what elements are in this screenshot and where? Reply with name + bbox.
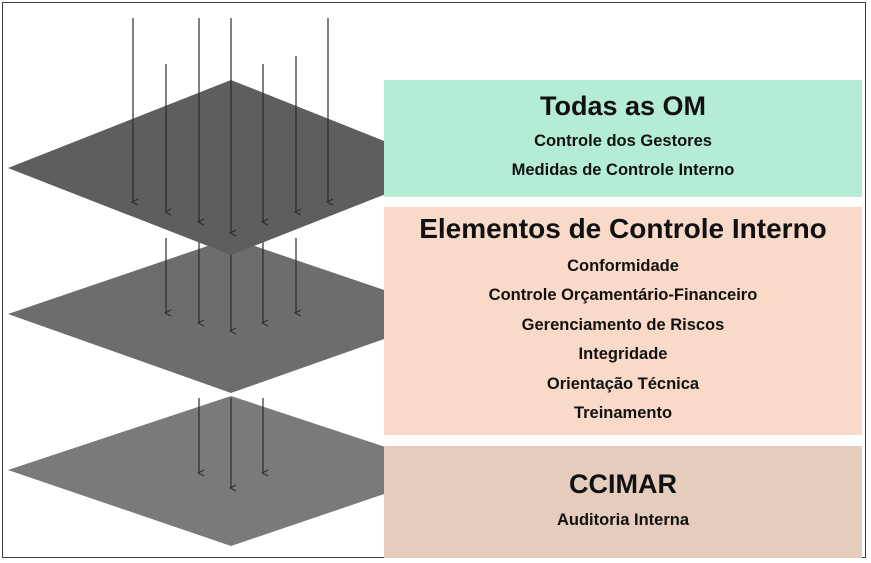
top-layer-item: Controle dos Gestores [534, 131, 712, 150]
middle-layer-item: Integridade [578, 345, 668, 364]
bottom-layer-item: Auditoria Interna [556, 510, 689, 529]
plane-top [8, 80, 452, 255]
middle-layer-item: Orientação Técnica [546, 374, 700, 393]
top-layer-box: Todas as OM Controle dos Gestores Medida… [384, 80, 862, 197]
middle-layer-box: Elementos de Controle Interno Conformida… [384, 207, 862, 435]
middle-layer-item: Gerenciamento de Riscos [521, 315, 725, 334]
bottom-layer-box: CCIMAR Auditoria Interna [384, 446, 862, 558]
middle-layer-title: Elementos de Controle Interno [419, 213, 827, 245]
middle-layer-item: Controle Orçamentário-Financeiro [488, 286, 758, 305]
middle-layer-item: Treinamento [573, 404, 673, 423]
bottom-layer-title: CCIMAR [569, 468, 677, 499]
middle-layer-item: Conformidade [567, 256, 679, 275]
top-layer-title: Todas as OM [539, 91, 707, 122]
top-layer-item: Medidas de Controle Interno [511, 161, 735, 180]
